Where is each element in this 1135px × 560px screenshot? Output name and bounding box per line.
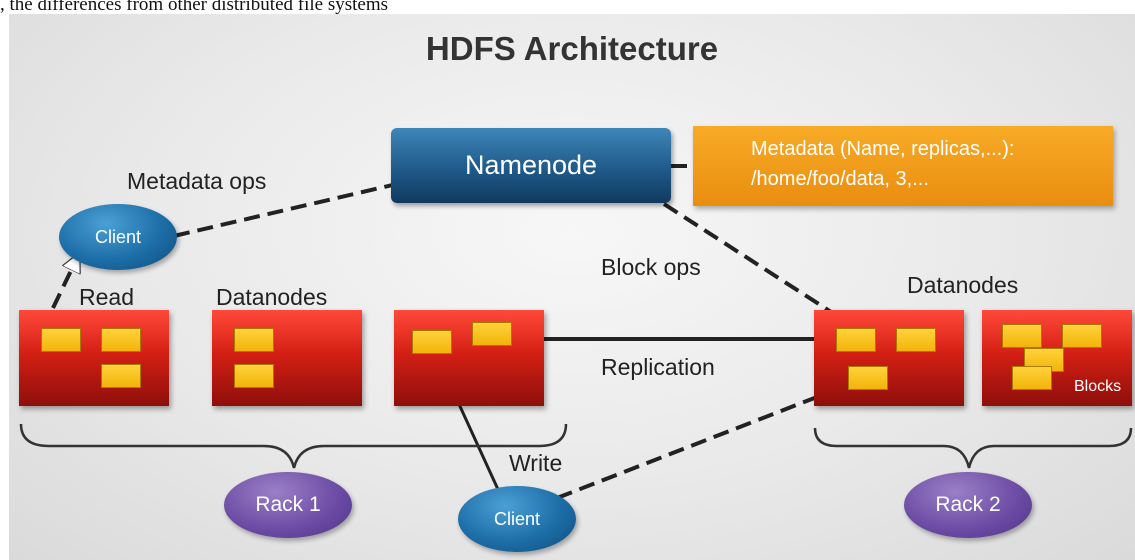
datanode-rack1-2 [212, 310, 362, 406]
metadata-ops-label: Metadata ops [127, 168, 267, 194]
data-block [234, 364, 274, 388]
connector-lines [19, 14, 1133, 500]
data-block [896, 328, 936, 352]
client-top: Client [59, 204, 177, 270]
data-block [848, 366, 888, 390]
data-block [101, 328, 141, 352]
rack2-brace [813, 427, 1133, 469]
data-block [1002, 324, 1042, 348]
datanode-rack1-3 [394, 310, 544, 406]
read-label: Read [79, 284, 134, 310]
client-top-label: Client [94, 226, 142, 247]
page-caption: , the differences from other distributed… [0, 0, 388, 14]
data-block [1062, 324, 1102, 348]
diagram-slide: HDFS Architecture Namenode Metadata (Nam… [9, 14, 1135, 560]
blocks-label: Blocks [1074, 378, 1122, 395]
datanodes-left-label: Datanodes [216, 284, 328, 310]
rack2-ellipse: Rack 2 [904, 472, 1032, 538]
data-block [472, 322, 512, 346]
data-block [1012, 366, 1052, 390]
rack2-label: Rack 2 [935, 493, 1001, 516]
write-label: Write [509, 450, 563, 476]
diagram-title: HDFS Architecture [425, 30, 719, 67]
rack1-brace [19, 423, 568, 469]
metadata-box: Metadata (Name, replicas,...): /home/foo… [693, 126, 1113, 206]
client-datanode-arrow [556, 390, 835, 500]
data-block [101, 364, 141, 388]
client-bottom: Client [458, 486, 576, 552]
replication-label: Replication [601, 354, 715, 380]
metadata-ops-arrow [173, 180, 414, 238]
rack1-label: Rack 1 [255, 493, 321, 516]
data-block [234, 328, 274, 352]
data-block [41, 328, 81, 352]
namenode-label: Namenode [464, 150, 598, 180]
datanodes-right-label: Datanodes [907, 272, 1019, 298]
datanode-rack1-1 [19, 310, 169, 406]
datanode-rack2-2: Blocks [982, 310, 1132, 406]
block-ops-label: Block ops [601, 254, 701, 280]
data-block [412, 330, 452, 354]
client-bottom-label: Client [493, 508, 541, 529]
data-block [836, 328, 876, 352]
read-arrow [51, 254, 79, 309]
rack1-ellipse: Rack 1 [224, 472, 352, 538]
metadata-line-1: Metadata (Name, replicas,...): [751, 138, 1015, 160]
datanode-rack2-1 [814, 310, 964, 406]
block-ops-arrow [662, 202, 859, 330]
namenode-box: Namenode [391, 128, 671, 203]
metadata-line-2: /home/foo/data, 3,... [751, 168, 929, 190]
